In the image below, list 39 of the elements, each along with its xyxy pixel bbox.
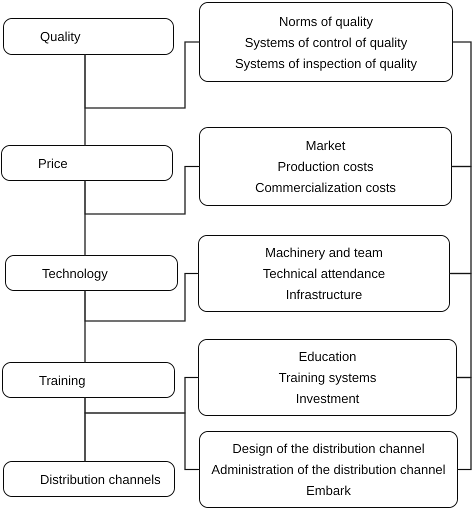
node-text: Training	[39, 372, 86, 388]
connector-line	[450, 272, 472, 378]
category-box	[1, 145, 173, 181]
node-text: Market	[306, 137, 346, 155]
node-text: Systems of control of quality	[244, 34, 408, 52]
detail-box	[199, 431, 458, 508]
node-text: Technology	[42, 266, 109, 280]
node-text: Design of the distribution channel	[232, 440, 425, 458]
node-text: Training systems	[278, 369, 376, 387]
detail-box	[199, 2, 453, 82]
connector-line	[84, 412, 199, 470]
node-text: Investment	[296, 390, 360, 408]
node-text: Quality	[40, 29, 82, 44]
category-box	[5, 255, 178, 291]
connector-line	[84, 376, 198, 414]
node-text: Machinery and team	[265, 244, 383, 262]
node-text: Administration of the distribution channel	[211, 461, 446, 479]
node-text: Technical attendance	[262, 265, 386, 283]
node-text: Systems of inspection of quality	[234, 54, 418, 73]
node-text: Price	[38, 156, 69, 170]
connector-line	[450, 166, 472, 274]
node-text: Commercialization costs	[255, 179, 396, 197]
category-box	[2, 362, 175, 398]
category-box	[3, 461, 175, 497]
node-text: Education	[298, 348, 356, 366]
connector-line	[452, 41, 472, 168]
detail-box	[199, 127, 452, 206]
node-text: Distribution channels	[40, 472, 162, 486]
node-text: Embark	[306, 482, 351, 500]
node-text: Production costs	[277, 158, 374, 176]
node-text: Norms of quality	[279, 12, 373, 31]
connector-line	[84, 166, 199, 215]
connector-line	[84, 272, 198, 322]
detail-box	[198, 235, 450, 312]
detail-box	[198, 339, 457, 416]
connector-line	[457, 376, 472, 470]
category-box	[3, 18, 174, 55]
node-text: Infrastructure	[286, 286, 362, 304]
connector-line	[84, 41, 199, 109]
